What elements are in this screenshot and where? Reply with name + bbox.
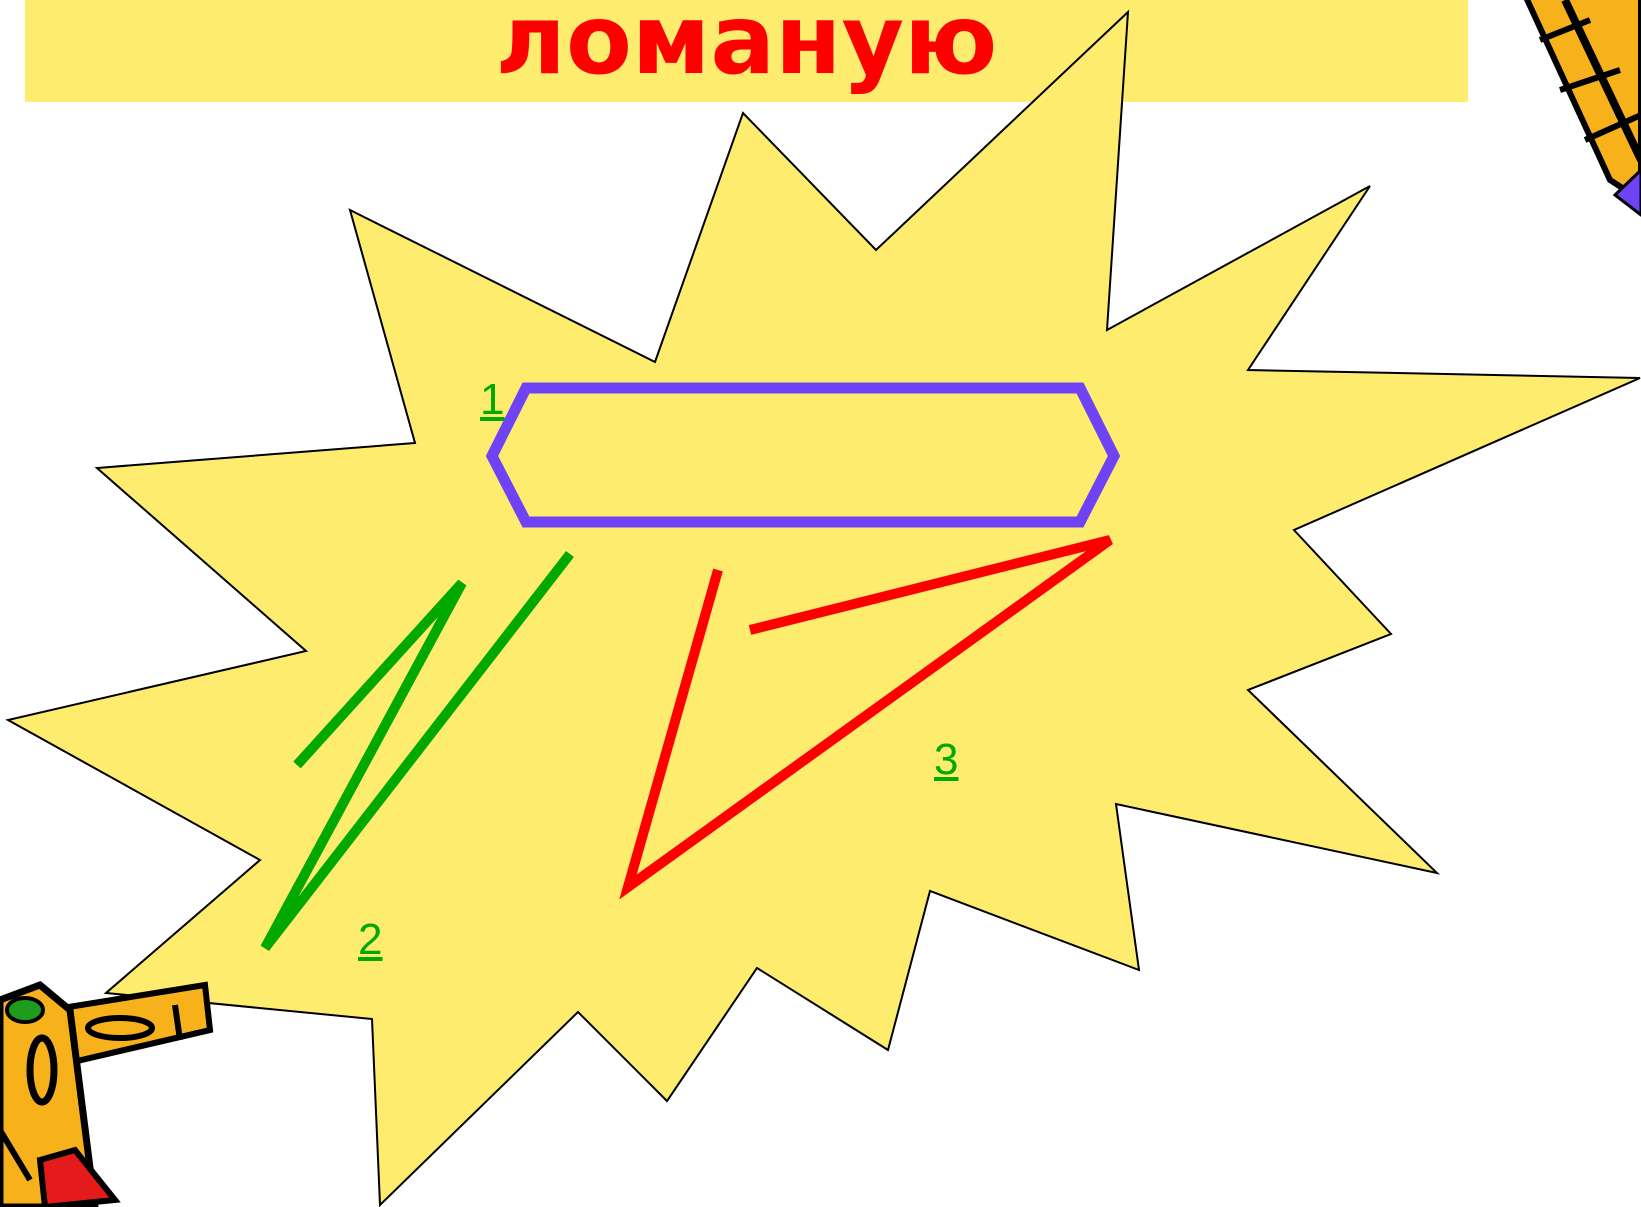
pencil-icon-top-right	[1525, 0, 1641, 215]
figure-link-2[interactable]: 2	[358, 918, 382, 962]
slide-title: ломаную	[25, 0, 1468, 100]
pencils-icon-bottom-left	[0, 985, 210, 1207]
figure-link-1[interactable]: 1	[480, 378, 504, 422]
figure-link-3[interactable]: 3	[934, 738, 958, 782]
